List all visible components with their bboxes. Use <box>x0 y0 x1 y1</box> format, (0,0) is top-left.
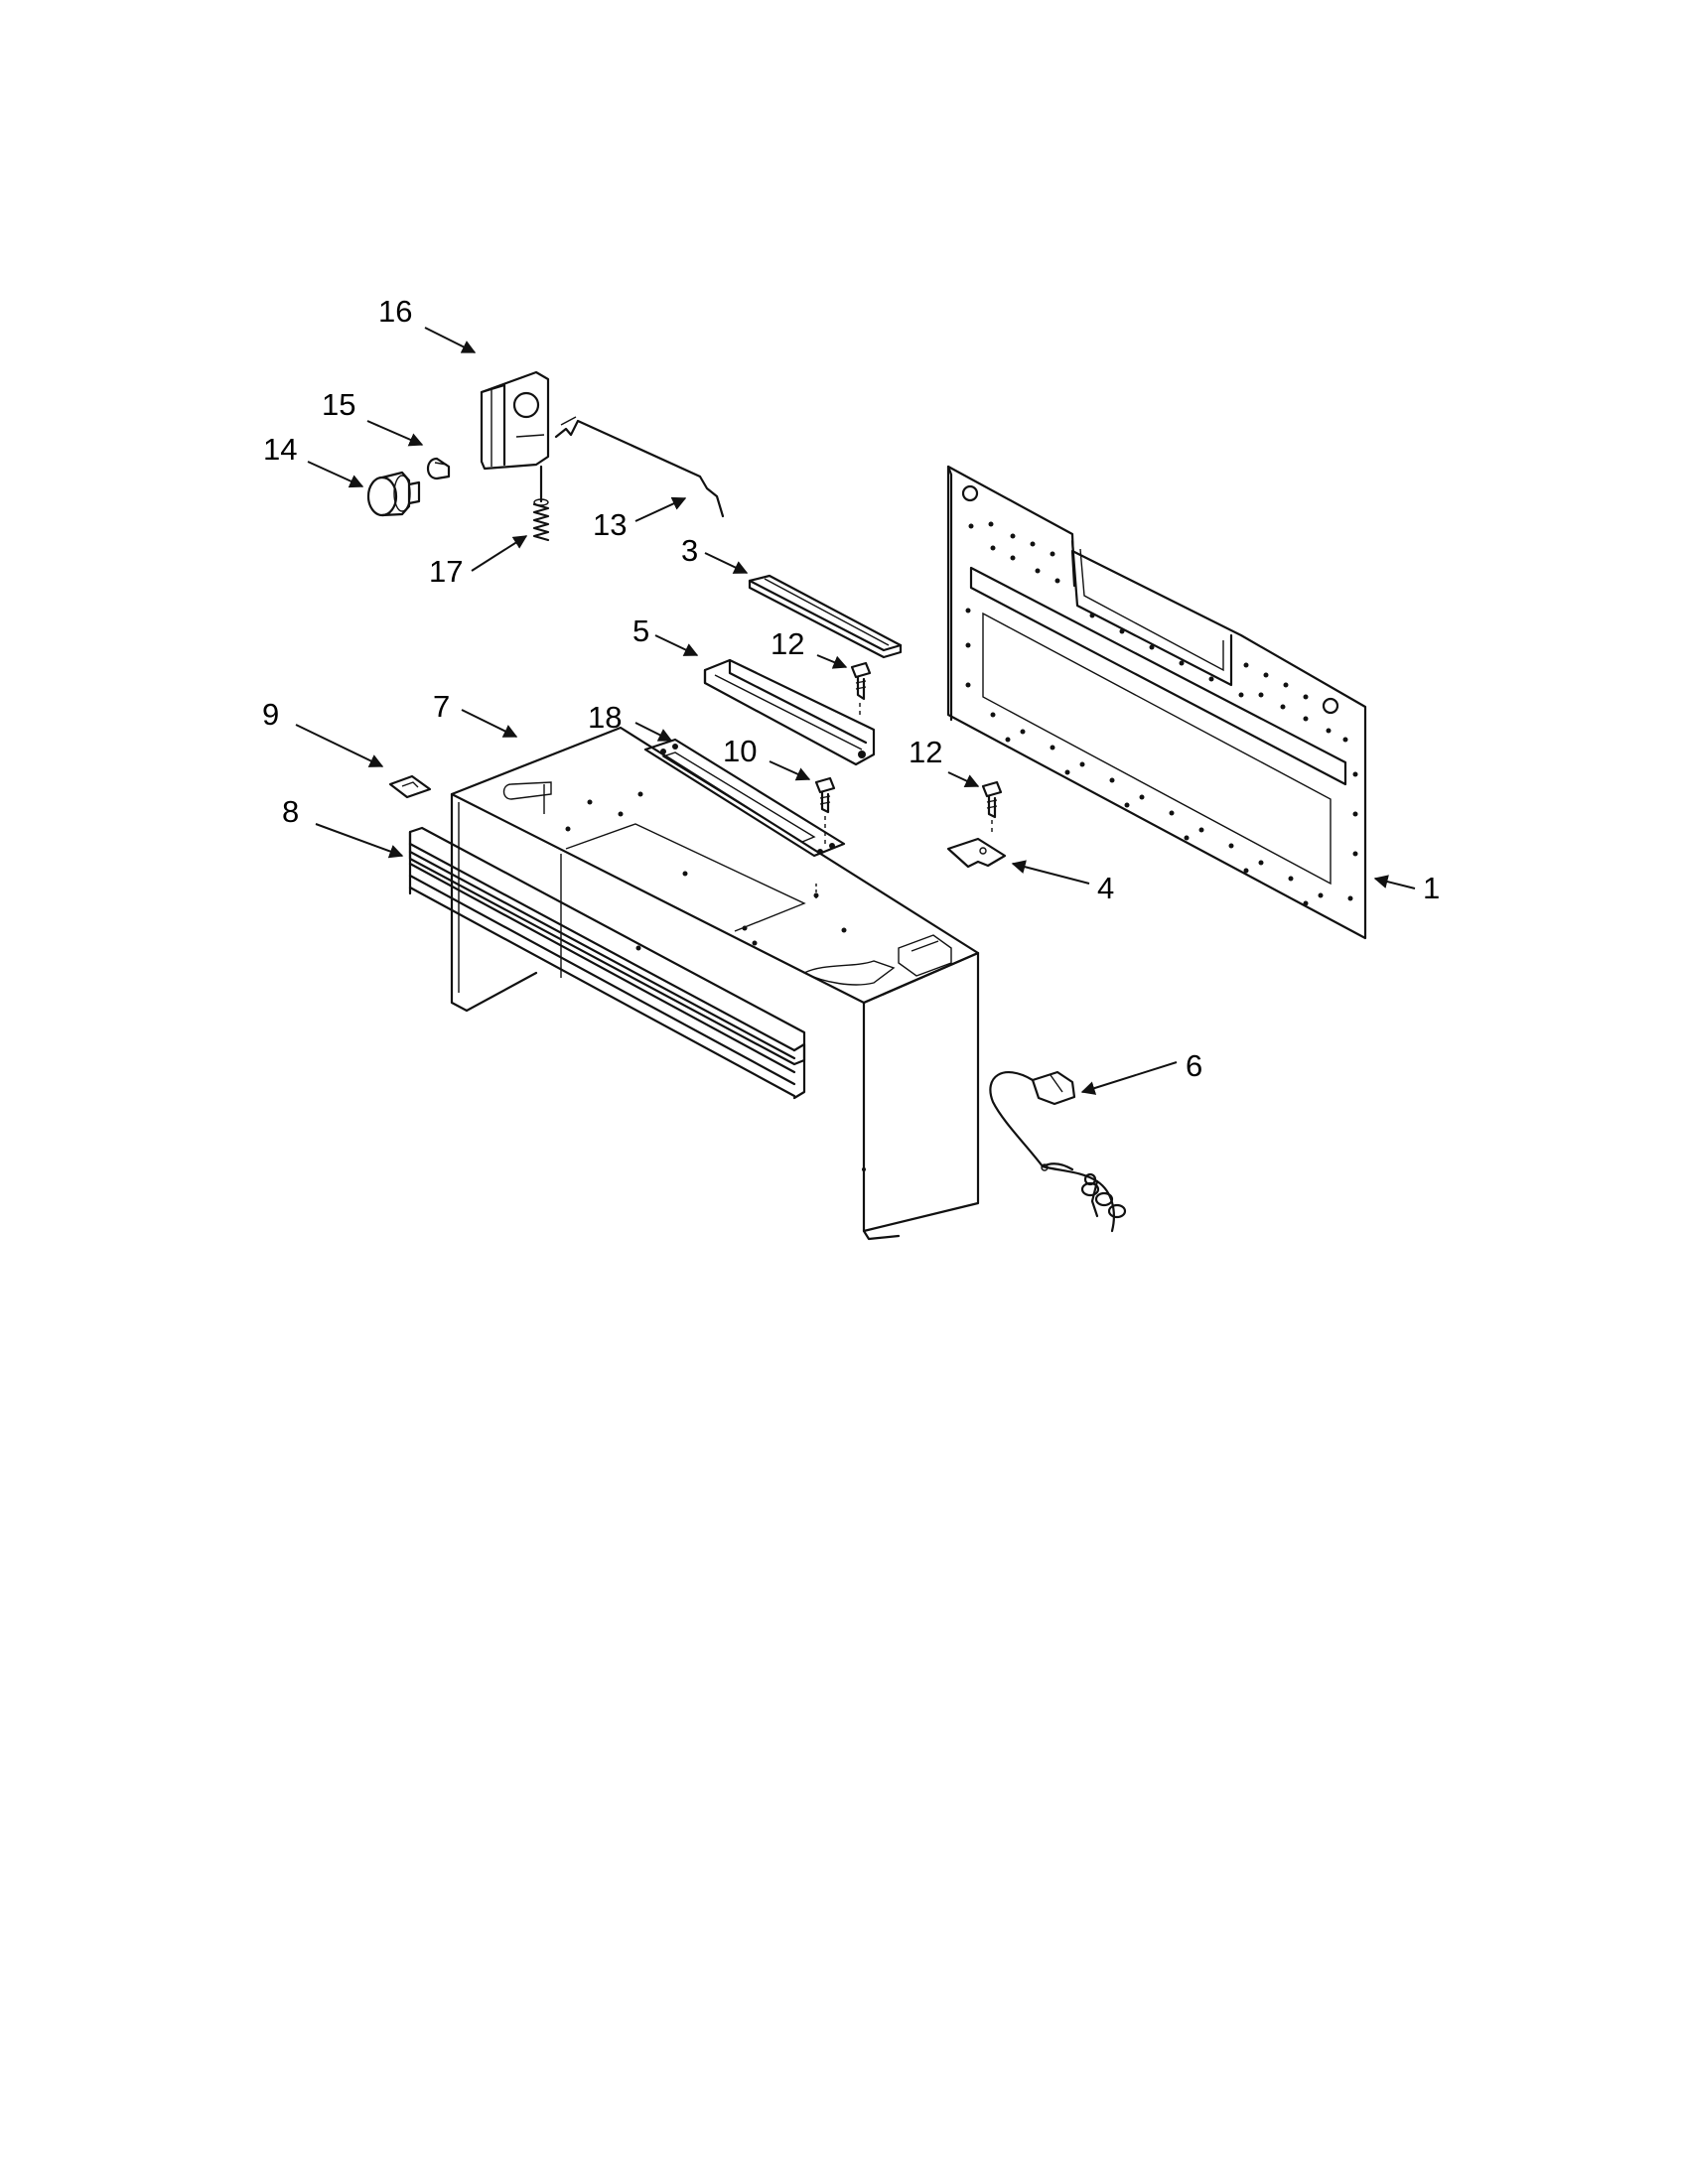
part-16-hinge-bracket <box>480 370 550 471</box>
panel-perforations <box>965 521 1358 906</box>
part-4-small-bracket <box>946 837 1007 869</box>
part-7-cabinet <box>450 726 980 1241</box>
leader-12-upper <box>816 654 848 669</box>
callout-5: 5 <box>632 614 649 648</box>
leader-17 <box>471 535 528 572</box>
callout-12-upper: 12 <box>771 626 804 661</box>
part-12-screw-upper <box>850 661 872 717</box>
callout-1: 1 <box>1423 871 1440 905</box>
callout-6: 6 <box>1186 1048 1202 1083</box>
leader-7 <box>461 709 518 738</box>
leader-13 <box>634 496 687 522</box>
callout-7: 7 <box>433 689 450 724</box>
part-8-vent-grille <box>408 826 806 1100</box>
callout-labels: 1 3 4 5 6 7 8 9 10 12 12 13 14 15 16 17 … <box>262 294 1440 1083</box>
leader-arrows <box>295 327 1416 1095</box>
leader-18 <box>634 722 673 742</box>
callout-18: 18 <box>588 700 622 735</box>
part-12-screw-lower <box>981 780 1003 836</box>
part-14-knob <box>366 471 421 517</box>
callout-12-lower: 12 <box>909 735 942 769</box>
leader-14 <box>307 461 364 488</box>
callout-14: 14 <box>263 432 297 467</box>
leader-15 <box>366 420 424 447</box>
part-1-back-panel <box>946 465 1367 940</box>
leader-8 <box>315 823 404 859</box>
part-3-bracket-strip <box>748 574 903 659</box>
leader-4 <box>1011 860 1090 885</box>
callout-9: 9 <box>262 697 279 732</box>
leader-9 <box>295 724 384 767</box>
leader-5 <box>654 634 699 656</box>
leader-16 <box>424 327 477 353</box>
callout-8: 8 <box>282 794 299 829</box>
leader-6 <box>1080 1061 1178 1095</box>
part-5-channel <box>703 658 876 766</box>
part-13-wire-rod <box>554 416 725 518</box>
callout-15: 15 <box>322 387 355 422</box>
callout-3: 3 <box>681 533 698 568</box>
part-17-spring <box>532 465 550 542</box>
leader-12-lower <box>947 771 980 788</box>
callout-17: 17 <box>429 554 463 589</box>
part-6-thermal-cutout <box>989 1070 1127 1233</box>
leader-3 <box>704 552 749 574</box>
callout-13: 13 <box>593 507 627 542</box>
part-15-clip <box>426 457 451 480</box>
part-9-clip <box>388 774 432 799</box>
part-10-screw <box>814 776 836 844</box>
callout-10: 10 <box>723 734 757 768</box>
callout-4: 4 <box>1097 871 1114 905</box>
leader-10 <box>769 760 811 781</box>
leader-1 <box>1373 875 1416 889</box>
callout-16: 16 <box>378 294 412 329</box>
